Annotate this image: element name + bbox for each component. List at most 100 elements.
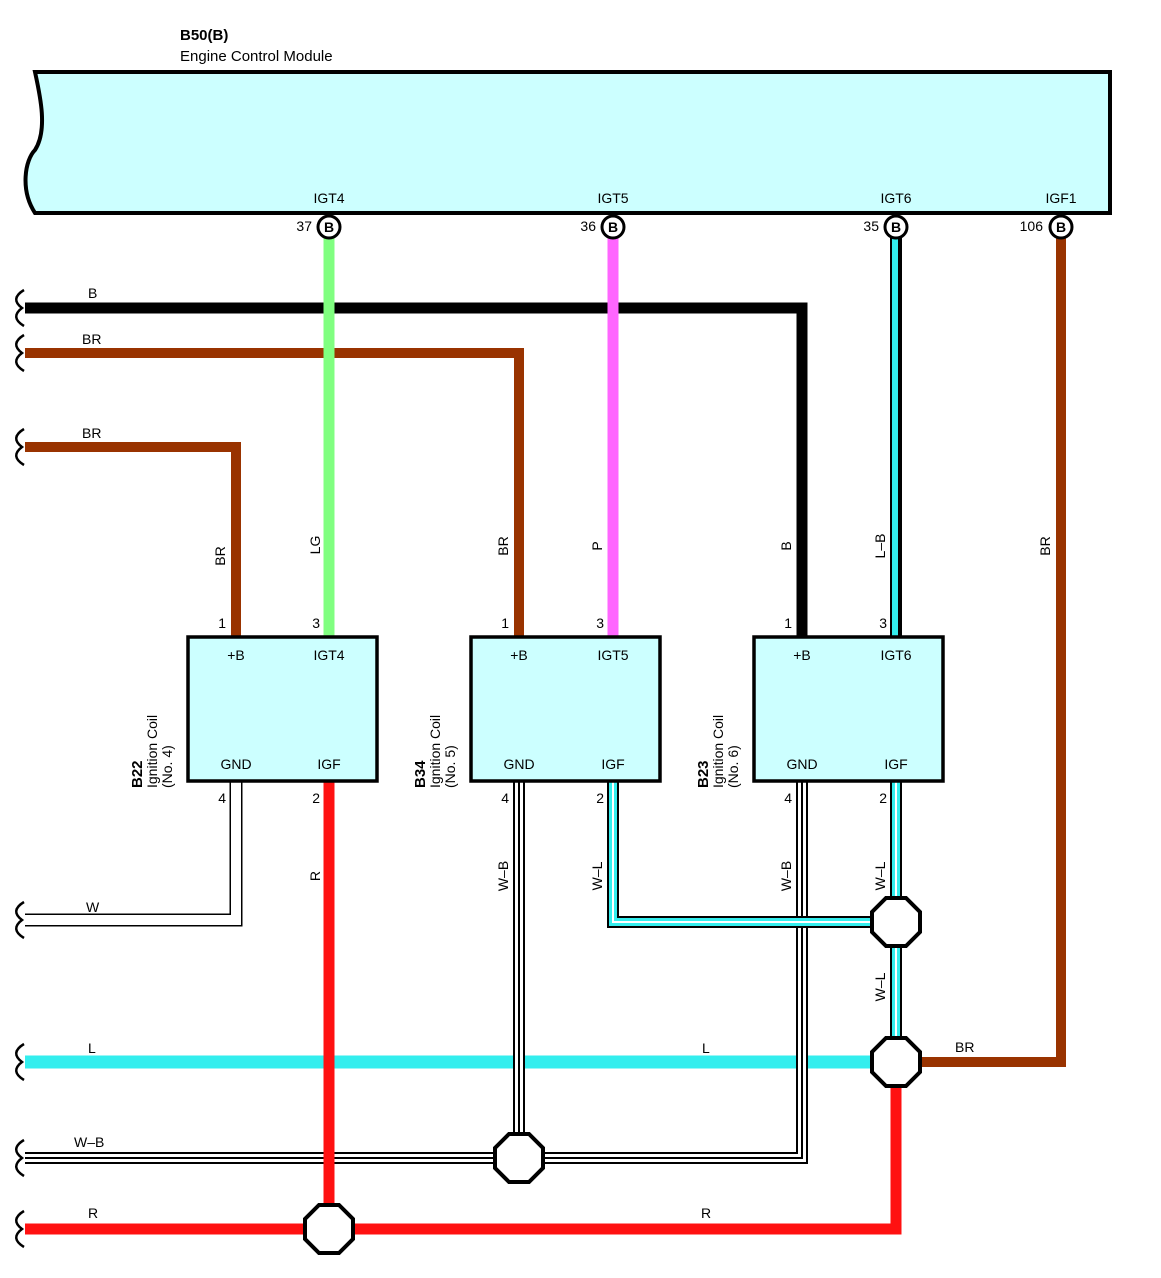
terminal-igt5: B 36 — [580, 214, 626, 240]
terminal-igt4: B 37 — [296, 214, 342, 240]
coil6-num-igt: 3 — [879, 615, 887, 631]
coil6-pin-b: +B — [793, 647, 811, 663]
junction-l-br — [870, 1036, 922, 1088]
terminal-igf1: B 106 — [1020, 214, 1074, 240]
coil6-num-b: 1 — [784, 615, 792, 631]
wire-br-upper — [25, 348, 524, 637]
coil5-caption: B34 Ignition Coil (No. 5) — [412, 715, 458, 788]
label-wire-w: W — [86, 899, 100, 915]
ecm-terminal-label-igt4: IGT4 — [313, 190, 344, 206]
label-wire-r-left: R — [88, 1205, 98, 1221]
label-coil6-gnd-wire: W–B — [778, 861, 794, 891]
coil4-code: B22 — [129, 760, 146, 788]
wire-w — [25, 781, 243, 927]
coil6-num-igf: 2 — [879, 790, 887, 806]
terminal-pin-igt4: 37 — [296, 218, 312, 234]
label-coil4-igt-wire: LG — [307, 536, 323, 555]
label-wire-b: B — [88, 285, 97, 301]
coil4-num-b: 1 — [218, 615, 226, 631]
ecm-body — [23, 70, 1112, 215]
ecm-code: B50(B) — [180, 27, 228, 44]
junction-r — [303, 1203, 355, 1255]
wire-labels: B BR BR W L L W–B R R BR BR LG R BR P W–… — [74, 285, 1053, 1221]
coil5-code: B34 — [412, 760, 429, 788]
wire-wb-crossings — [513, 1050, 808, 1075]
terminal-connector-igt4: B — [324, 219, 334, 235]
wire-b-black — [25, 302, 808, 637]
ecm-terminal-label-igt6: IGT6 — [880, 190, 911, 206]
coil5-name: Ignition Coil — [427, 715, 443, 788]
break-marks — [15, 288, 25, 1249]
label-igf1-br-wire: BR — [1037, 536, 1053, 555]
label-coil6-igt-wire: L–B — [872, 534, 888, 559]
coil6-name: Ignition Coil — [710, 715, 726, 788]
terminal-pin-igf1: 106 — [1020, 218, 1044, 234]
ecm-block: B50(B) Engine Control Module IGT4 IGT5 I… — [23, 27, 1112, 215]
coil5-num-igf: 2 — [596, 790, 604, 806]
wire-br-lower — [25, 442, 241, 637]
coil4-name: Ignition Coil — [144, 715, 160, 788]
coil6-pin-gnd: GND — [786, 756, 817, 772]
wire-br-igf1 — [920, 238, 1066, 1067]
ecm-name: Engine Control Module — [180, 48, 333, 65]
label-junction-wl: W–L — [872, 972, 888, 1001]
wire-wb-coil6 — [540, 781, 808, 1164]
ecm-terminals: B 37 B 36 B 35 B 106 — [296, 214, 1074, 240]
coil5-pin-b: +B — [510, 647, 528, 663]
label-wire-l-left: L — [88, 1040, 96, 1056]
terminal-connector-igf1: B — [1056, 219, 1066, 235]
label-wire-br-igf1: BR — [955, 1039, 974, 1055]
coil6-caption: B23 Ignition Coil (No. 6) — [695, 715, 741, 788]
label-coil6-igf-wire: W–L — [872, 861, 888, 890]
label-coil4-igf-wire: R — [307, 871, 323, 881]
label-coil4-b-wire: BR — [212, 546, 228, 565]
terminal-pin-igt6: 35 — [863, 218, 879, 234]
coil4-num-igt: 3 — [312, 615, 320, 631]
junction-wl — [870, 896, 922, 948]
terminal-igt6: B 35 — [863, 214, 909, 240]
ecm-terminal-label-igf1: IGF1 — [1045, 190, 1076, 206]
label-coil6-b-wire: B — [778, 541, 794, 550]
coil5-num-gnd: 4 — [501, 790, 509, 806]
terminal-connector-igt5: B — [608, 219, 618, 235]
label-coil5-igt-wire: P — [589, 541, 605, 550]
label-wire-br-top: BR — [82, 331, 101, 347]
terminal-connector-igt6: B — [891, 219, 901, 235]
coil4-num-igf: 2 — [312, 790, 320, 806]
ignition-coil-no4: +B IGT4 GND IGF 1 3 4 2 B22 Ignition Coi… — [129, 615, 379, 806]
label-wire-r-mid: R — [701, 1205, 711, 1221]
coil5-num-b: 1 — [501, 615, 509, 631]
coil6-pin-igf: IGF — [884, 756, 907, 772]
coil4-caption: B22 Ignition Coil (No. 4) — [129, 715, 175, 788]
label-coil5-gnd-wire: W–B — [495, 861, 511, 891]
coil4-pin-b: +B — [227, 647, 245, 663]
label-wire-l-mid: L — [702, 1040, 710, 1056]
coil4-sub: (No. 4) — [159, 745, 175, 788]
coil6-sub: (No. 6) — [725, 745, 741, 788]
label-wire-br-mid: BR — [82, 425, 101, 441]
coil4-pin-igt: IGT4 — [313, 647, 344, 663]
label-coil5-igf-wire: W–L — [589, 861, 605, 890]
junctions — [303, 896, 922, 1255]
label-wire-wb: W–B — [74, 1134, 104, 1150]
label-coil5-b-wire: BR — [495, 536, 511, 555]
coil4-pin-gnd: GND — [220, 756, 251, 772]
junction-wb — [493, 1132, 545, 1184]
coil6-pin-igt: IGT6 — [880, 647, 911, 663]
wire-lb — [890, 238, 902, 637]
wire-wl-coil5 — [607, 781, 872, 928]
coil6-code: B23 — [695, 760, 712, 788]
ignition-coil-no5: +B IGT5 GND IGF 1 3 4 2 B34 Ignition Coi… — [412, 615, 662, 806]
terminal-pin-igt5: 36 — [580, 218, 596, 234]
coil5-sub: (No. 5) — [442, 745, 458, 788]
ignition-coil-no6: +B IGT6 GND IGF 1 3 4 2 B23 Ignition Coi… — [695, 615, 945, 806]
coil5-num-igt: 3 — [596, 615, 604, 631]
coil6-num-gnd: 4 — [784, 790, 792, 806]
coil5-pin-gnd: GND — [503, 756, 534, 772]
ecm-terminal-label-igt5: IGT5 — [597, 190, 628, 206]
coil5-pin-igt: IGT5 — [597, 647, 628, 663]
coil4-num-gnd: 4 — [218, 790, 226, 806]
coil4-pin-igf: IGF — [317, 756, 340, 772]
coil5-pin-igf: IGF — [601, 756, 624, 772]
